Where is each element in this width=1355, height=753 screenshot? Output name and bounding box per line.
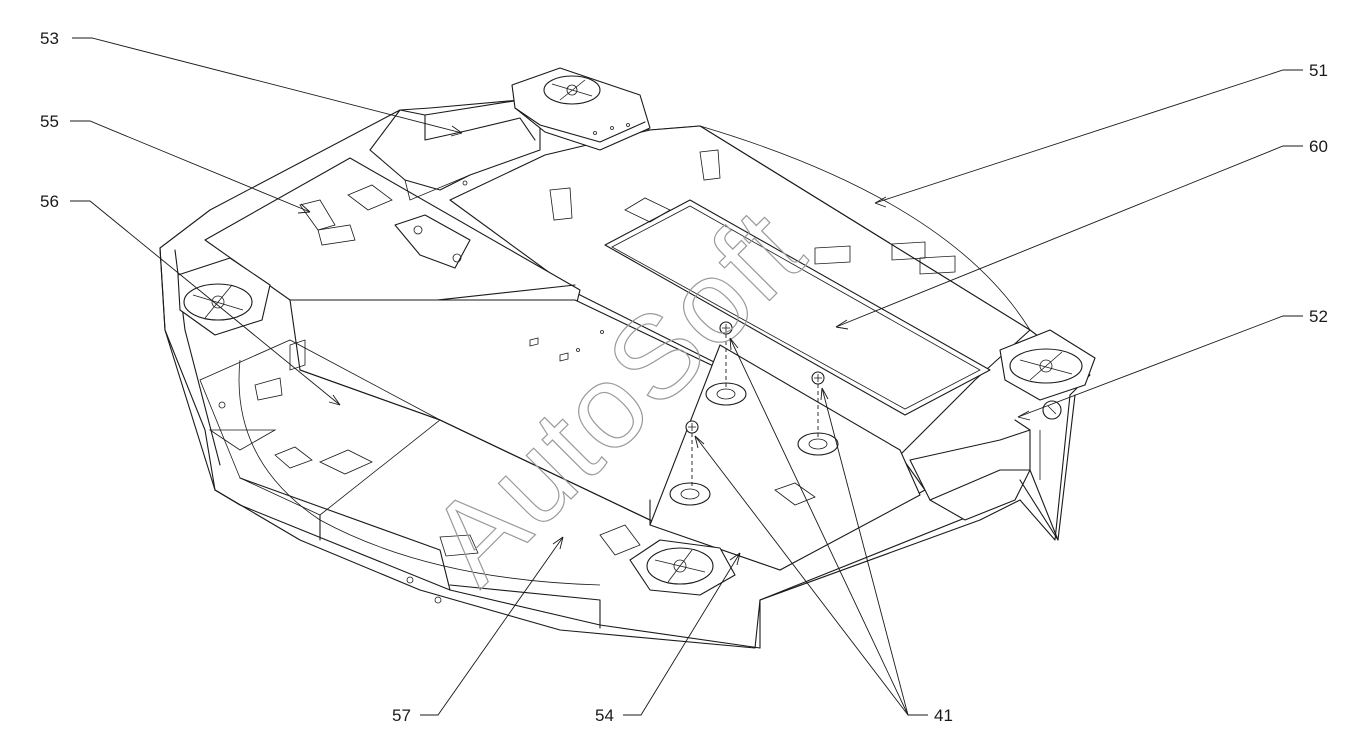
top-cover-panel xyxy=(449,125,1031,456)
callout-53: 53 xyxy=(40,29,59,48)
lower-left-region xyxy=(199,339,641,586)
spindle-mount-left xyxy=(177,257,271,336)
callout-51: 51 xyxy=(1309,61,1328,80)
right-chute xyxy=(909,394,1076,541)
callout-55: 55 xyxy=(40,112,59,131)
leader-lines xyxy=(70,37,1303,716)
callout-60: 60 xyxy=(1309,137,1328,156)
callout-labels: 53 51 55 60 56 52 57 54 41 xyxy=(40,29,1328,725)
callout-54: 54 xyxy=(595,706,614,725)
callout-57: 57 xyxy=(392,706,411,725)
spindle-mount-right xyxy=(999,329,1096,420)
callout-41: 41 xyxy=(934,706,953,725)
callout-52: 52 xyxy=(1309,307,1328,326)
rear-baffle xyxy=(369,99,541,201)
spindle-mount-front xyxy=(629,539,736,596)
spindle-mount-rear xyxy=(511,67,651,151)
bolt-holes xyxy=(669,321,839,506)
callout-56: 56 xyxy=(40,192,59,211)
